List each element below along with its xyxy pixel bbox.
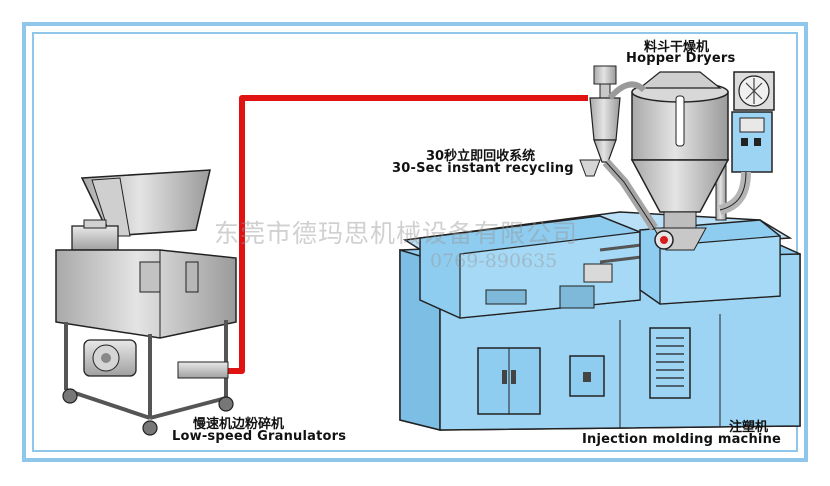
granulator-label-en: Low-speed Granulators — [172, 429, 347, 444]
instant-recycling-label-cn: 30秒立即回收系统 — [426, 149, 536, 164]
hopper-dryer — [630, 71, 775, 251]
inner-border — [32, 32, 798, 452]
hopper-dryer-label-cn: 料斗干燥机 — [644, 40, 710, 55]
instant-recycling-label-en: 30-Sec instant recycling — [392, 161, 574, 176]
recycling-pipe — [226, 95, 588, 374]
watermark-company: 东莞市德玛思机械设备有限公司 — [214, 219, 579, 248]
granulator — [55, 169, 237, 436]
cyclone-loader — [579, 65, 658, 231]
injection-molding-label-en: Injection molding machine — [582, 432, 782, 447]
injection-molding-label-cn: 注塑机 — [729, 420, 769, 435]
watermark-phone: 0769-890635 — [430, 250, 558, 272]
hopper-dryer-label-en: Hopper Dryers — [626, 51, 736, 66]
outer-border — [22, 22, 808, 462]
granulator-label-cn: 慢速机边粉碎机 — [193, 417, 285, 432]
